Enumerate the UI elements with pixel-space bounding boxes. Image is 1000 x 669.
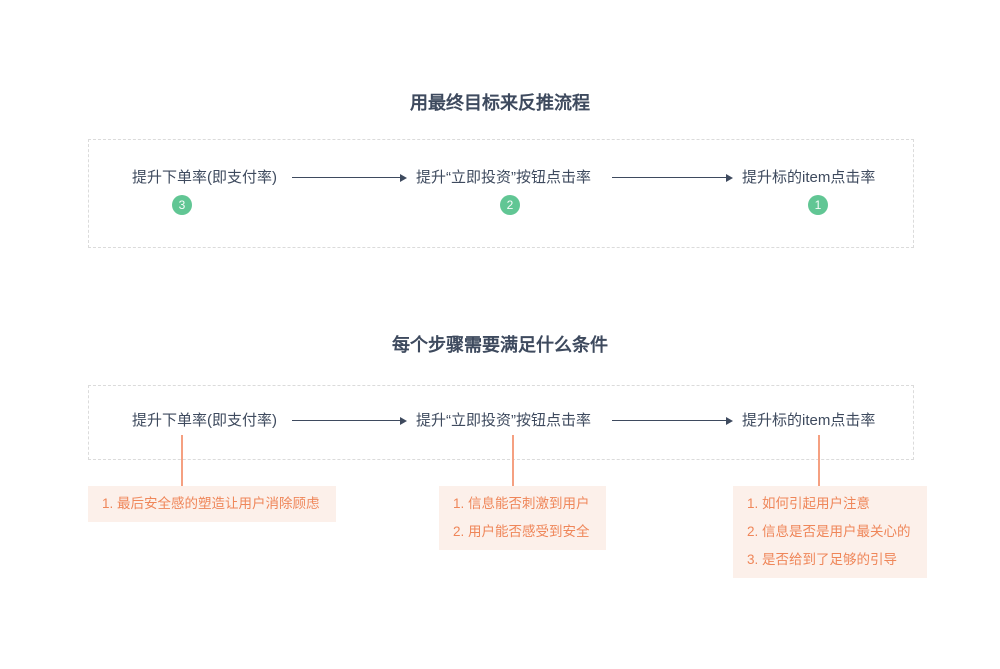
goal-step-1-label: 提升下单率(即支付率): [132, 169, 277, 186]
condition-step-2-label: 提升“立即投资”按钮点击率: [416, 412, 591, 429]
note-item: 2. 信息是否是用户最关心的: [747, 524, 911, 539]
note-item: 1. 最后安全感的塑造让用户消除顾虑: [102, 496, 320, 511]
arrow-right-icon: [612, 416, 733, 425]
note-item: 1. 信息能否刺激到用户: [453, 496, 590, 511]
step-order-badge: 2: [500, 195, 520, 215]
note-item: 3. 是否给到了足够的引导: [747, 552, 898, 567]
section-conditions-title: 每个步骤需要满足什么条件: [392, 335, 608, 355]
condition-step-1-label: 提升下单率(即支付率): [132, 412, 277, 429]
connector-line: [818, 435, 820, 486]
section-goal-title: 用最终目标来反推流程: [410, 93, 590, 113]
goal-step-2-label: 提升“立即投资”按钮点击率: [416, 169, 591, 186]
note-card-step-3: 1. 如何引起用户注意 2. 信息是否是用户最关心的 3. 是否给到了足够的引导: [733, 486, 927, 578]
goal-step-3-label: 提升标的item点击率: [742, 169, 876, 186]
arrow-right-icon: [292, 416, 407, 425]
step-order-badge: 1: [808, 195, 828, 215]
section-conditions-box: [88, 385, 914, 460]
note-card-step-1: 1. 最后安全感的塑造让用户消除顾虑: [88, 486, 336, 522]
step-order-badge: 3: [172, 195, 192, 215]
note-item: 1. 如何引起用户注意: [747, 496, 871, 511]
connector-line: [181, 435, 183, 486]
condition-step-3-label: 提升标的item点击率: [742, 412, 876, 429]
connector-line: [512, 435, 514, 486]
note-item: 2. 用户能否感受到安全: [453, 524, 590, 539]
note-card-step-2: 1. 信息能否刺激到用户 2. 用户能否感受到安全: [439, 486, 606, 550]
section-goal-box: [88, 139, 914, 248]
arrow-right-icon: [612, 173, 733, 182]
arrow-right-icon: [292, 173, 407, 182]
